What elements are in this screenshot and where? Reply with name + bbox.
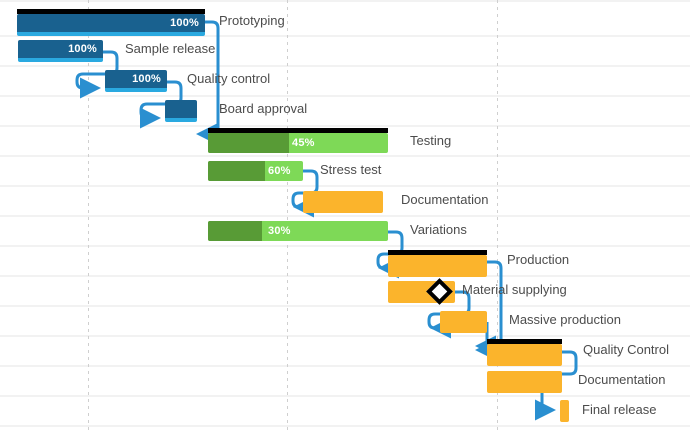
task-bar-documentation-2[interactable] [487, 371, 562, 393]
summary-cap [388, 250, 487, 255]
time-gridline [497, 0, 498, 430]
task-label-sample-release: Sample release [125, 41, 216, 56]
task-bar-sample-release[interactable]: 100% [18, 40, 103, 62]
progress-fill [208, 161, 265, 181]
task-label-board-approval: Board approval [219, 101, 308, 116]
task-bar-documentation-1[interactable] [303, 191, 383, 213]
task-bar-final-release[interactable] [560, 400, 569, 422]
task-bar-massive-production[interactable] [440, 311, 487, 333]
row-separator [0, 35, 690, 37]
row-separator [0, 95, 690, 97]
row-separator [0, 245, 690, 247]
row-separator [0, 425, 690, 427]
progress-label: 45% [292, 137, 315, 149]
row-separator [0, 305, 690, 307]
time-gridline [88, 0, 89, 430]
task-bar-board-approval[interactable] [165, 100, 197, 122]
summary-cap [208, 128, 388, 133]
task-label-material-supplying: Material supplying [462, 282, 567, 297]
row-separator [0, 155, 690, 157]
task-label-stress-test: Stress test [320, 162, 382, 177]
row-separator [0, 65, 690, 67]
row-separator [0, 125, 690, 127]
task-bar-quality-control[interactable]: 100% [105, 70, 167, 92]
summary-cap [487, 339, 562, 344]
row-separator [0, 365, 690, 367]
row-separator [0, 0, 690, 2]
row-separator [0, 395, 690, 397]
task-label-variations: Variations [410, 222, 467, 237]
progress-label: 60% [268, 165, 291, 177]
progress-fill [208, 133, 289, 153]
task-bar-quality-control-2[interactable] [487, 344, 562, 366]
row-separator [0, 215, 690, 217]
row-separator [0, 275, 690, 277]
progress-fill [208, 221, 262, 241]
progress-label: 100% [68, 43, 97, 55]
progress-label: 100% [132, 73, 161, 85]
task-bar-prototyping[interactable]: 100% [17, 14, 205, 36]
time-gridline [287, 0, 288, 430]
task-label-documentation-1: Documentation [401, 192, 489, 207]
task-label-final-release: Final release [582, 402, 657, 417]
task-bar-testing[interactable]: 45% [208, 133, 388, 153]
progress-label: 30% [268, 225, 291, 237]
progress-label: 100% [170, 17, 199, 29]
task-label-quality-control: Quality control [187, 71, 271, 86]
task-label-prototyping: Prototyping [219, 13, 285, 28]
task-label-production: Production [507, 252, 570, 267]
row-separator [0, 185, 690, 187]
summary-cap [17, 9, 205, 14]
task-label-massive-production: Massive production [509, 312, 621, 327]
task-label-quality-control-2: Quality Control [583, 342, 669, 357]
row-separator [0, 335, 690, 337]
task-label-testing: Testing [410, 133, 452, 148]
task-bar-variations[interactable]: 30% [208, 221, 388, 241]
task-bar-production[interactable] [388, 255, 487, 277]
task-label-documentation-2: Documentation [578, 372, 666, 387]
task-bar-stress-test[interactable]: 60% [208, 161, 303, 181]
